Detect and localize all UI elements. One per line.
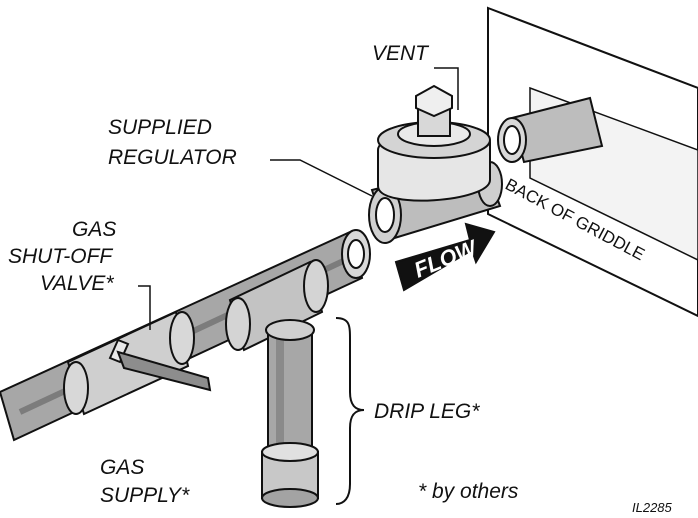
regulator-leader [270, 159, 373, 197]
figure-code: IL2285 [632, 500, 673, 515]
drip-leg-bracket [335, 317, 365, 505]
regulator-label-line2: REGULATOR [108, 146, 237, 169]
tee-fitting [225, 259, 329, 352]
griddle-back-wall [487, 6, 698, 318]
gas-supply-label-line1: GAS [100, 456, 144, 479]
valve-leader [138, 285, 151, 330]
regulator [368, 84, 503, 244]
shut-off-valve [63, 310, 212, 416]
drip-leg-label: DRIP LEG* [374, 400, 480, 423]
drip-leg-pipe [261, 319, 319, 508]
vent-leader [434, 67, 459, 110]
valve-label-line2: SHUT-OFF [8, 245, 113, 268]
griddle-inlet-pipe [497, 96, 604, 164]
gas-supply-label-line2: SUPPLY* [100, 484, 190, 507]
flow-arrow [394, 222, 496, 292]
by-others-note: * by others [418, 480, 519, 503]
regulator-label-line1: SUPPLIED [108, 116, 212, 139]
valve-label-line3: VALVE* [40, 272, 114, 295]
valve-label-line1: GAS [72, 218, 116, 241]
vent-label: VENT [372, 42, 430, 65]
flow-label: FLOW [411, 234, 482, 282]
